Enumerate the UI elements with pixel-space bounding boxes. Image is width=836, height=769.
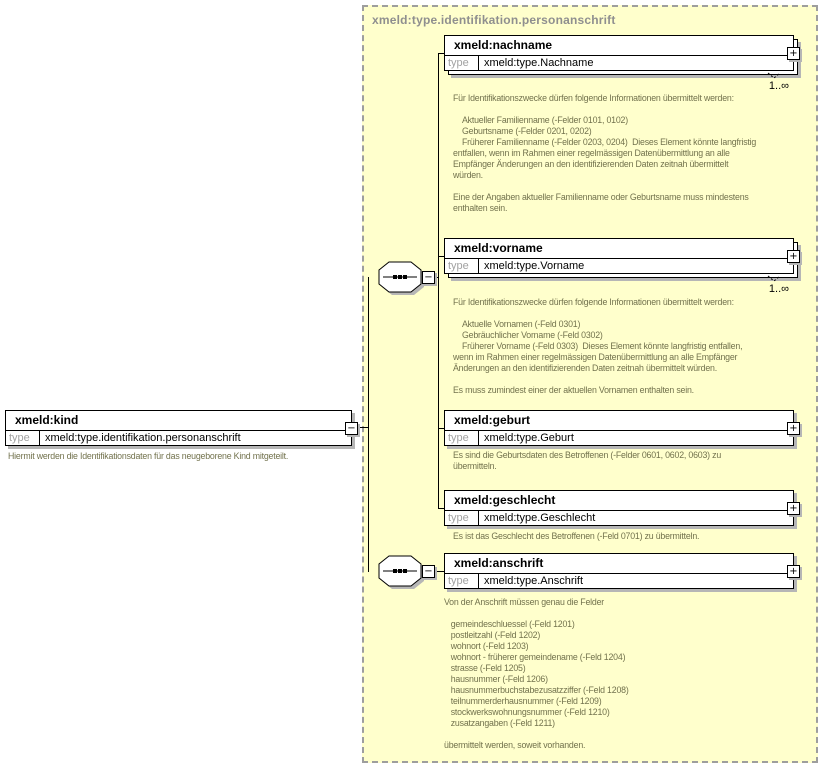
element-name: xmeld:nachname [445, 36, 793, 56]
element-annotation: Es ist das Geschlecht des Betroffenen (-… [453, 531, 700, 541]
connector-line [435, 277, 439, 278]
type-value: xmeld:type.Geschlecht [484, 512, 596, 524]
element-name: xmeld:geburt [445, 411, 793, 431]
type-label: type [445, 259, 479, 274]
type-value: xmeld:type.Nachname [484, 57, 594, 69]
sequence-icon[interactable] [378, 261, 426, 299]
element-annotation: Für Identifikationszwecke dürfen folgend… [453, 297, 743, 395]
element-box-vorname[interactable]: 1..∞ xmeld:vorname type xmeld:type.Vorna… [444, 238, 800, 295]
element-annotation: Hiermit werden die Identifikationsdaten … [8, 451, 289, 461]
occurrence-chevron-icon [767, 275, 781, 282]
connector-line [435, 571, 445, 572]
element-box-anschrift[interactable]: xmeld:anschrift type xmeld:type.Anschrif… [444, 553, 800, 589]
element-name: xmeld:kind [6, 411, 351, 431]
expand-toggle[interactable]: + [787, 250, 800, 263]
collapse-toggle[interactable]: − [345, 422, 358, 435]
element-name: xmeld:geschlecht [445, 491, 793, 511]
element-box-kind[interactable]: xmeld:kind type xmeld:type.identifikatio… [5, 410, 358, 446]
type-value: xmeld:type.Vorname [484, 260, 585, 272]
element-annotation: Es sind die Geburtsdaten des Betroffenen… [453, 450, 722, 471]
sequence-collapse-toggle[interactable]: − [422, 565, 435, 578]
connector-line [439, 428, 445, 429]
element-name: xmeld:vorname [445, 239, 793, 259]
element-annotation: Von der Anschrift müssen genau die Felde… [444, 597, 629, 750]
sequence-icon[interactable] [378, 555, 426, 593]
expand-toggle[interactable]: + [787, 502, 800, 515]
expand-toggle[interactable]: + [787, 565, 800, 578]
element-box-nachname[interactable]: 1..∞ xmeld:nachname type xmeld:type.Nach… [444, 35, 800, 92]
type-value: xmeld:type.identifikation.personanschrif… [45, 432, 241, 444]
occurrence-label: 1..∞ [768, 80, 789, 92]
complex-type-title: xmeld:type.identifikation.personanschrif… [372, 13, 616, 27]
type-label: type [6, 431, 40, 446]
sequence-collapse-toggle[interactable]: − [422, 271, 435, 284]
type-value: xmeld:type.Anschrift [484, 575, 584, 587]
type-label: type [445, 56, 479, 71]
connector-line [439, 53, 445, 54]
type-label: type [445, 574, 479, 589]
type-value: xmeld:type.Geburt [484, 432, 574, 444]
occurrence-label: 1..∞ [768, 283, 789, 295]
expand-toggle[interactable]: + [787, 422, 800, 435]
connector-line [358, 427, 369, 428]
occurrence-chevron-icon [767, 72, 781, 79]
connector-line [368, 277, 369, 572]
expand-toggle[interactable]: + [787, 47, 800, 60]
element-name: xmeld:anschrift [445, 554, 793, 574]
element-annotation: Für Identifikationszwecke dürfen folgend… [453, 93, 757, 213]
connector-line [438, 53, 439, 509]
connector-line [439, 508, 445, 509]
connector-line [439, 256, 445, 257]
type-label: type [445, 511, 479, 526]
element-box-geburt[interactable]: xmeld:geburt type xmeld:type.Geburt + [444, 410, 800, 446]
element-box-geschlecht[interactable]: xmeld:geschlecht type xmeld:type.Geschle… [444, 490, 800, 526]
type-label: type [445, 431, 479, 446]
